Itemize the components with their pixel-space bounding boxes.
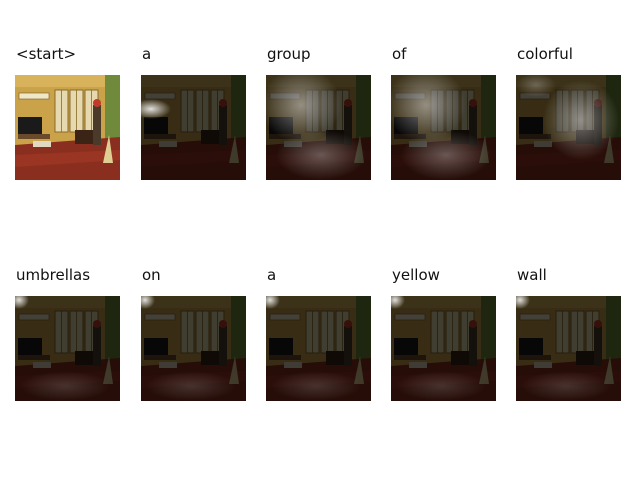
attention-map-image	[516, 296, 621, 401]
caption-word: yellow	[392, 266, 440, 284]
caption-word: group	[267, 45, 311, 63]
attention-map-image	[15, 296, 120, 401]
attention-map-image	[391, 296, 496, 401]
caption-word: a	[142, 45, 152, 63]
caption-word: wall	[517, 266, 547, 284]
attention-map-image	[141, 296, 246, 401]
caption-word: umbrellas	[16, 266, 91, 284]
caption-word: a	[267, 266, 277, 284]
attention-map-image	[266, 296, 371, 401]
caption-word: <start>	[16, 45, 77, 63]
attention-map-image	[391, 75, 496, 180]
caption-word: of	[392, 45, 407, 63]
attention-map-image	[266, 75, 371, 180]
attention-map-image	[141, 75, 246, 180]
caption-word: colorful	[517, 45, 573, 63]
caption-word: on	[142, 266, 161, 284]
room-image	[15, 75, 120, 180]
attention-map-image	[516, 75, 621, 180]
